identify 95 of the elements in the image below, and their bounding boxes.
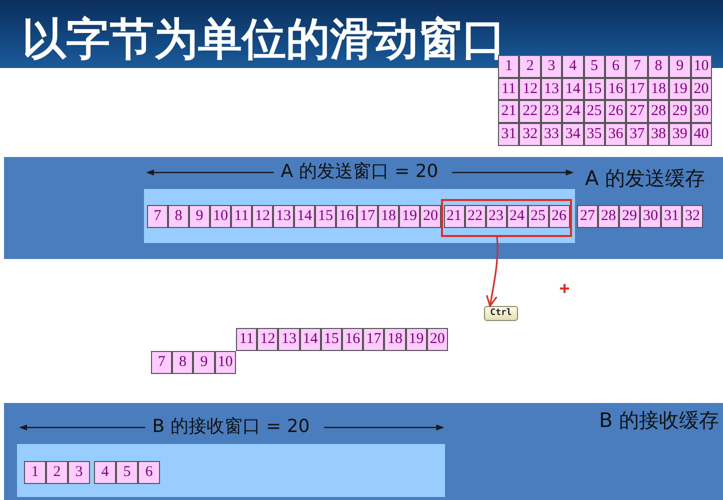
- byte-cell: 25: [528, 205, 548, 228]
- window-label: A 的发送窗口 = 20: [280, 161, 438, 183]
- byte-cell: 14: [562, 78, 584, 100]
- byte-cell: 16: [342, 328, 364, 351]
- byte-cell: 15: [320, 328, 342, 351]
- byte-cell: 14: [300, 328, 321, 351]
- byte-cell: 5: [584, 55, 605, 78]
- byte-cell: 17: [363, 328, 384, 351]
- byte-cell: 11: [231, 205, 252, 228]
- byte-cell: 36: [605, 123, 626, 146]
- byte-cell: 30: [690, 100, 712, 124]
- byte-cell: 13: [278, 328, 300, 351]
- byte-cell: 3: [540, 55, 562, 78]
- byte-cell: 9: [193, 351, 215, 374]
- byte-cell: 15: [315, 205, 336, 228]
- arrow: [486, 236, 498, 307]
- byte-cell: 7: [151, 351, 172, 374]
- byte-cell: 9: [669, 55, 691, 78]
- byte-cell: 3: [68, 461, 90, 484]
- byte-cell: 6: [605, 55, 626, 78]
- byte-cell: 8: [172, 351, 194, 374]
- byte-cell: 1: [24, 461, 46, 484]
- byte-cell: 39: [669, 123, 691, 146]
- byte-cell: 7: [626, 55, 648, 78]
- byte-cell: 31: [498, 123, 520, 146]
- byte-cell: 18: [648, 78, 670, 100]
- byte-cell: 21: [444, 205, 464, 228]
- buffer-label: B 的接收缓存: [599, 408, 720, 432]
- byte-cell: 38: [648, 123, 670, 146]
- byte-cell: 13: [540, 78, 562, 100]
- byte-cell: 19: [669, 78, 691, 100]
- byte-cell: 4: [562, 55, 584, 78]
- buffer-band: [4, 403, 723, 500]
- byte-cell: 24: [562, 100, 584, 124]
- byte-cell: 12: [257, 328, 278, 351]
- byte-cell: 11: [498, 78, 520, 100]
- key-badge: Ctrl: [484, 306, 518, 321]
- byte-cell: 33: [540, 123, 562, 146]
- byte-cell: 23: [540, 100, 562, 124]
- byte-cell: 9: [189, 205, 210, 228]
- byte-cell: 7: [147, 205, 168, 228]
- byte-cell: 14: [294, 205, 315, 228]
- byte-cell: 24: [506, 205, 528, 228]
- byte-cell: 20: [690, 78, 712, 100]
- byte-cell: 32: [519, 123, 541, 146]
- byte-cell: 19: [399, 205, 420, 228]
- byte-cell: 22: [464, 205, 486, 228]
- byte-cell: 6: [138, 461, 160, 484]
- buffer-label: A 的发送缓存: [585, 166, 706, 190]
- byte-cell: 29: [619, 205, 640, 228]
- byte-cell: 22: [519, 100, 541, 124]
- byte-cell: 4: [94, 461, 116, 484]
- byte-cell: 16: [605, 78, 626, 100]
- byte-cell: 26: [548, 205, 570, 228]
- byte-cell: 18: [378, 205, 399, 228]
- byte-cell: 8: [168, 205, 189, 228]
- byte-cell: 2: [46, 461, 68, 484]
- byte-cell: 10: [214, 351, 236, 374]
- highlight-rectangle: [441, 199, 572, 237]
- byte-cell: 8: [648, 55, 670, 78]
- byte-cell: 26: [605, 100, 626, 124]
- byte-cell: 13: [273, 205, 294, 228]
- byte-cell: 16: [336, 205, 357, 228]
- byte-cell: 25: [584, 100, 605, 124]
- byte-cell: 29: [669, 100, 691, 124]
- byte-cell: 28: [598, 205, 619, 228]
- byte-cell: 30: [640, 205, 661, 228]
- byte-cell: 35: [584, 123, 605, 146]
- window-label: B 的接收窗口 = 20: [152, 416, 310, 438]
- byte-cell: 11: [236, 328, 258, 351]
- byte-cell: 5: [116, 461, 138, 484]
- byte-cell: 34: [562, 123, 584, 146]
- byte-cell: 19: [406, 328, 427, 351]
- byte-cell: 20: [426, 328, 448, 351]
- byte-cell: 28: [648, 100, 670, 124]
- byte-cell: 17: [357, 205, 378, 228]
- buffer-band: [4, 157, 723, 259]
- byte-cell: 15: [584, 78, 605, 100]
- byte-cell: 12: [252, 205, 273, 228]
- byte-cell: 2: [519, 55, 541, 78]
- byte-cell: 1: [498, 55, 520, 78]
- byte-cell: 40: [690, 123, 712, 146]
- byte-cell: 12: [519, 78, 541, 100]
- byte-cell: 23: [486, 205, 506, 228]
- byte-cell: 10: [210, 205, 231, 228]
- byte-cell: 20: [420, 205, 441, 228]
- byte-cell: 17: [626, 78, 648, 100]
- byte-cell: 27: [577, 205, 598, 228]
- byte-cell: 32: [682, 205, 703, 228]
- byte-cell: 10: [690, 55, 712, 78]
- byte-cell: 18: [384, 328, 406, 351]
- byte-cell: 37: [626, 123, 648, 146]
- byte-cell: 27: [626, 100, 648, 124]
- byte-cell: 31: [661, 205, 682, 228]
- byte-cell: 21: [498, 100, 520, 124]
